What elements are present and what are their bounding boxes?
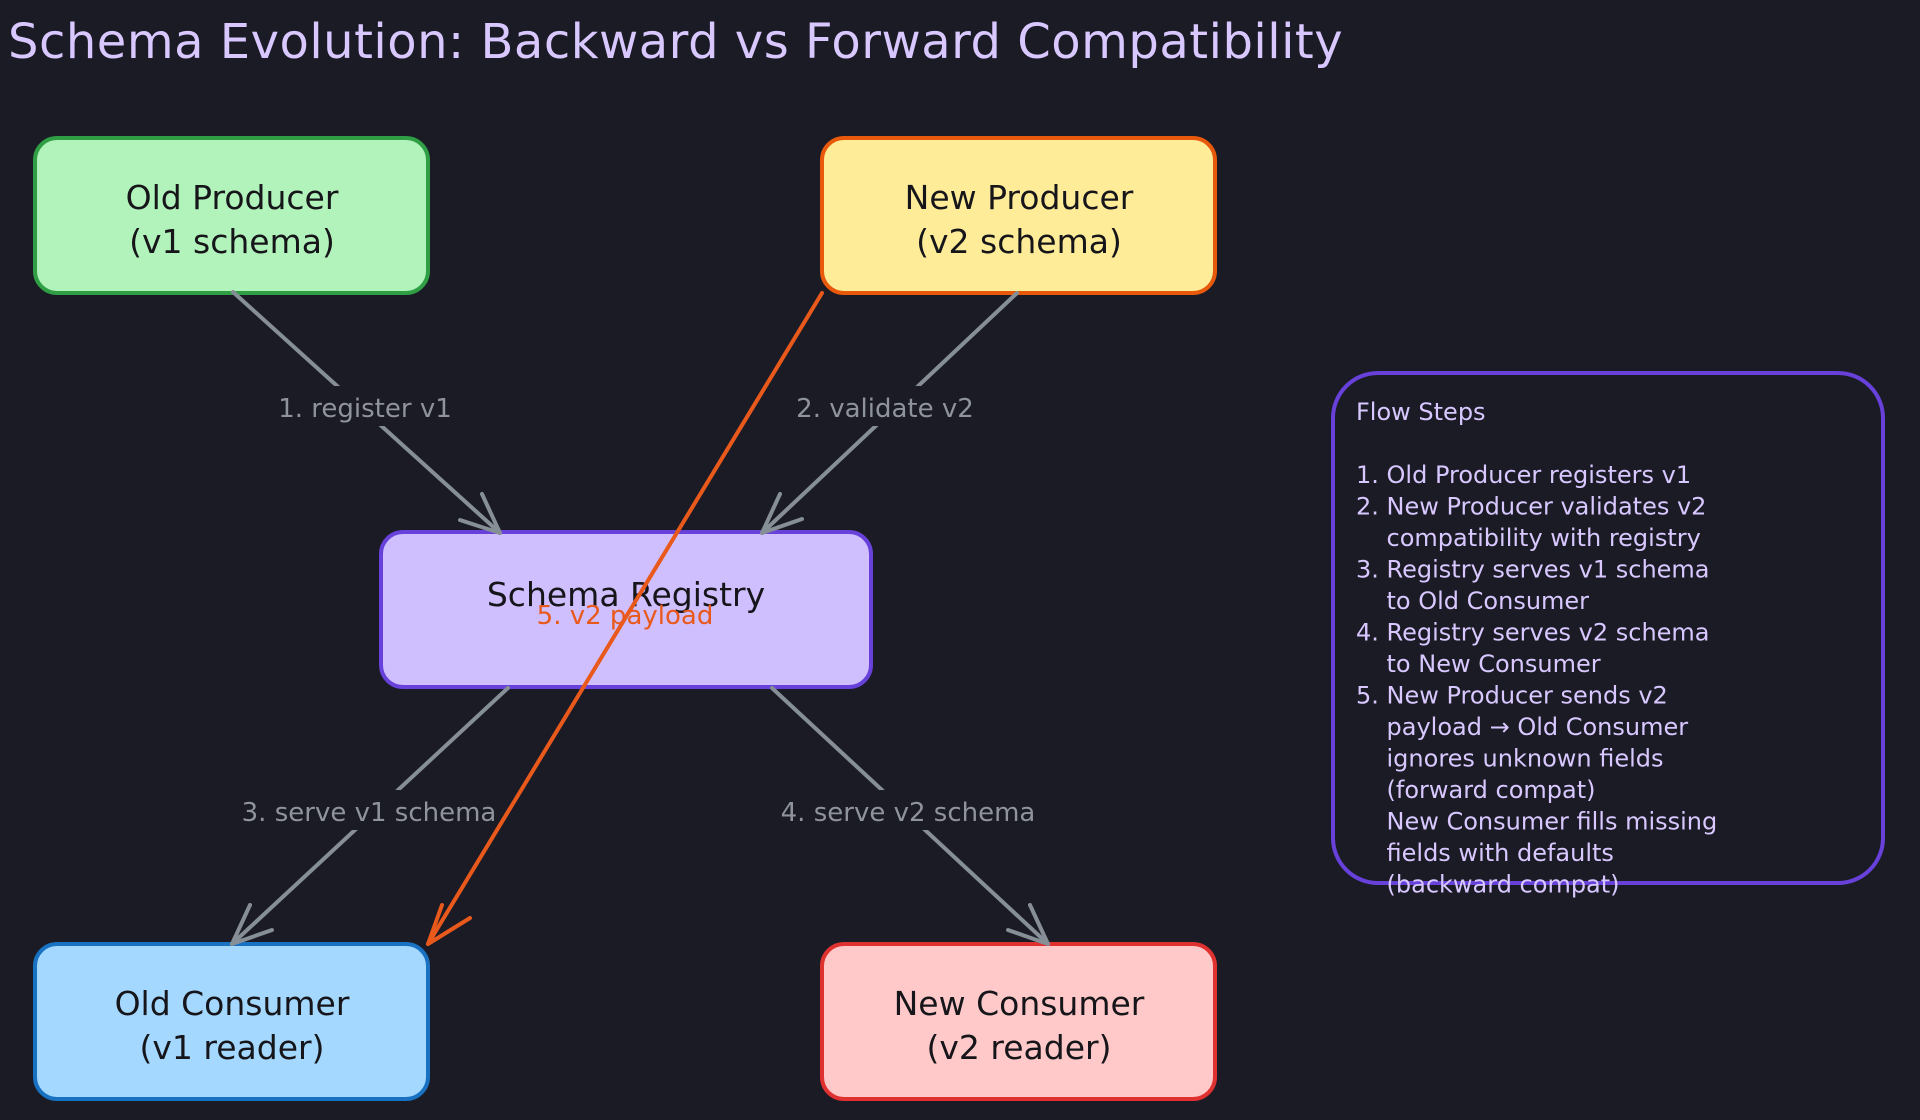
node-new-consumer-label-line1: New Consumer <box>894 984 1145 1023</box>
flow-steps-text: Flow Steps 1. Old Producer registers v1 2.… <box>1356 398 1717 899</box>
node-old-producer-label-line1: Old Producer <box>126 178 339 217</box>
node-new-producer[interactable]: New Producer (v2 schema) <box>820 136 1217 295</box>
flow-steps-line: ignores unknown fields <box>1356 745 1664 773</box>
edge-register-label: 1. register v1 <box>278 394 452 424</box>
edge-serve-v2-label-bg <box>773 790 1043 830</box>
flow-steps-line: payload → Old Consumer <box>1356 713 1688 741</box>
node-old-consumer-label-line2: (v1 reader) <box>140 1028 325 1067</box>
node-new-producer-label-line1: New Producer <box>905 178 1134 217</box>
flow-steps-line: compatibility with registry <box>1356 524 1701 552</box>
diagram-title: Schema Evolution: Backward vs Forward Co… <box>8 14 1344 70</box>
node-new-producer-label-line2: (v2 schema) <box>916 222 1122 261</box>
flow-steps-line: New Consumer fills missing <box>1356 808 1717 836</box>
flow-steps-line: 2. New Producer validates v2 <box>1356 493 1706 521</box>
flow-steps-line: to New Consumer <box>1356 650 1601 678</box>
node-new-consumer-box <box>820 942 1217 1101</box>
edge-serve-v2-label: 4. serve v2 schema <box>781 798 1036 828</box>
flow-steps-line: Flow Steps <box>1356 398 1486 426</box>
flow-steps-line: (forward compat) <box>1356 776 1596 804</box>
node-old-producer[interactable]: Old Producer (v1 schema) <box>33 136 430 295</box>
node-schema-registry[interactable]: Schema Registry <box>379 530 873 689</box>
edge-v2-payload <box>426 291 824 946</box>
edge-validate-label-bg <box>785 386 985 426</box>
flow-steps-panel: Flow Steps 1. Old Producer registers v1 2.… <box>1331 371 1885 899</box>
edge-register-label-bg <box>270 386 460 426</box>
flow-steps-line: 4. Registry serves v2 schema <box>1356 619 1710 647</box>
flow-steps-line: 3. Registry serves v1 schema <box>1356 556 1710 584</box>
edge-payload-label: 5. v2 payload <box>537 601 714 631</box>
node-new-consumer-label-line2: (v2 reader) <box>927 1028 1112 1067</box>
node-old-producer-label-line2: (v1 schema) <box>129 222 335 261</box>
edge-validate-label: 2. validate v2 <box>796 394 974 424</box>
node-old-consumer[interactable]: Old Consumer (v1 reader) <box>33 942 430 1101</box>
edge-serve-v1-label: 3. serve v1 schema <box>242 798 497 828</box>
node-schema-registry-box <box>379 530 873 689</box>
flow-steps-line: (backward compat) <box>1356 871 1620 899</box>
edge-serve-v1-label-bg <box>238 790 500 830</box>
flow-steps-line: 1. Old Producer registers v1 <box>1356 461 1691 489</box>
node-schema-registry-label: Schema Registry <box>487 575 765 614</box>
flow-steps-line: 5. New Producer sends v2 <box>1356 682 1668 710</box>
node-new-consumer[interactable]: New Consumer (v2 reader) <box>820 942 1217 1101</box>
node-old-consumer-label-line1: Old Consumer <box>115 984 350 1023</box>
flow-steps-line: fields with defaults <box>1356 839 1614 867</box>
flow-steps-line: to Old Consumer <box>1356 587 1589 615</box>
flow-steps-panel-border <box>1331 371 1885 885</box>
